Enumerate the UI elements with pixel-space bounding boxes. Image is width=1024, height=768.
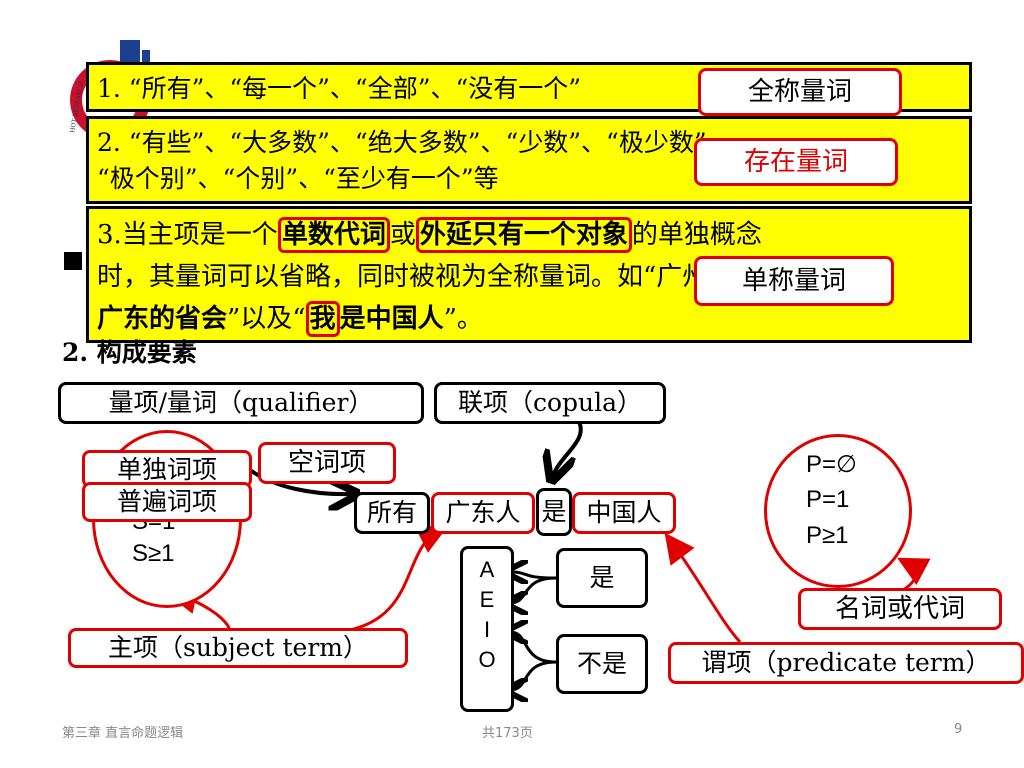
footer-page-number: 9	[954, 722, 963, 737]
predicate-many: P≥1	[806, 522, 849, 549]
singular-quantifier-tag: 单称量词	[694, 256, 894, 306]
not-bracket-2	[510, 660, 557, 690]
qualifier-box: 量项/量词（qualifier）	[58, 382, 424, 424]
me-highlight: 我	[305, 301, 340, 337]
predicate-term-arrow	[664, 532, 742, 644]
singular-pronoun-highlight: 单数代词	[277, 217, 390, 253]
word-chinese: 中国人	[572, 492, 676, 534]
word-all: 所有	[354, 492, 430, 534]
subject-s-many: S≥1	[132, 540, 175, 567]
universal-quantifier-tag: 全称量词	[698, 68, 902, 116]
empty-term-tag: 空词项	[258, 442, 396, 484]
subject-term-label: 主项（subject term）	[68, 628, 408, 668]
section-title: 2. 构成要素	[62, 338, 197, 367]
is-box: 是	[556, 548, 648, 608]
predicate-one: P=1	[806, 486, 850, 513]
box2-line1: 2. “有些”、“大多数”、“绝大多数”、“少数”、“极少数”	[97, 128, 707, 157]
singular-term-tag: 单独词项	[82, 450, 252, 488]
box3-line3: 广东的省会”以及“我是中国人”。	[97, 298, 961, 340]
box3-line1: 3.当主项是一个单数代词或外延只有一个对象的单独概念	[97, 214, 961, 256]
aeio-i: I	[483, 617, 491, 642]
noun-pronoun-tag: 名词或代词	[798, 588, 1002, 630]
copula-arrow	[553, 418, 583, 476]
predicate-empty: P=∅	[806, 451, 857, 478]
not-bracket	[510, 632, 557, 664]
footer-chapter: 第三章 直言命题逻辑	[62, 726, 184, 741]
is-bracket	[510, 576, 557, 603]
aeio-a: A	[479, 557, 495, 582]
word-is: 是	[536, 488, 572, 536]
definition-box-2: 2. “有些”、“大多数”、“绝大多数”、“少数”、“极少数” “极个别”、“个…	[86, 116, 972, 204]
existential-quantifier-tag: 存在量词	[694, 138, 898, 186]
box1-text: 1. “所有”、“每一个”、“全部”、“没有一个”	[97, 74, 582, 103]
general-term-tag: 普遍词项	[82, 482, 252, 522]
bullet-square	[64, 252, 82, 270]
is-bracket-2	[510, 572, 557, 578]
single-object-highlight: 外延只有一个对象	[415, 217, 632, 253]
predicate-term-label: 谓项（predicate term）	[668, 642, 1024, 684]
predicate-circle	[764, 434, 912, 588]
box2-line2: “极个别”、“个别”、“至少有一个”等	[97, 164, 499, 193]
word-cantonese: 广东人	[431, 492, 535, 534]
footer-pages: 共173页	[482, 726, 533, 741]
aeio-e: E	[479, 587, 495, 612]
subject-term-arrow	[339, 525, 449, 634]
not-box: 不是	[556, 634, 648, 694]
copula-box: 联项（copula）	[434, 382, 666, 424]
aeio-o: O	[478, 647, 496, 672]
box3-line2: 时，其量词可以省略，同时被视为全称量词。如“广州是	[97, 262, 735, 292]
aeio-box: A E I O	[460, 546, 514, 712]
